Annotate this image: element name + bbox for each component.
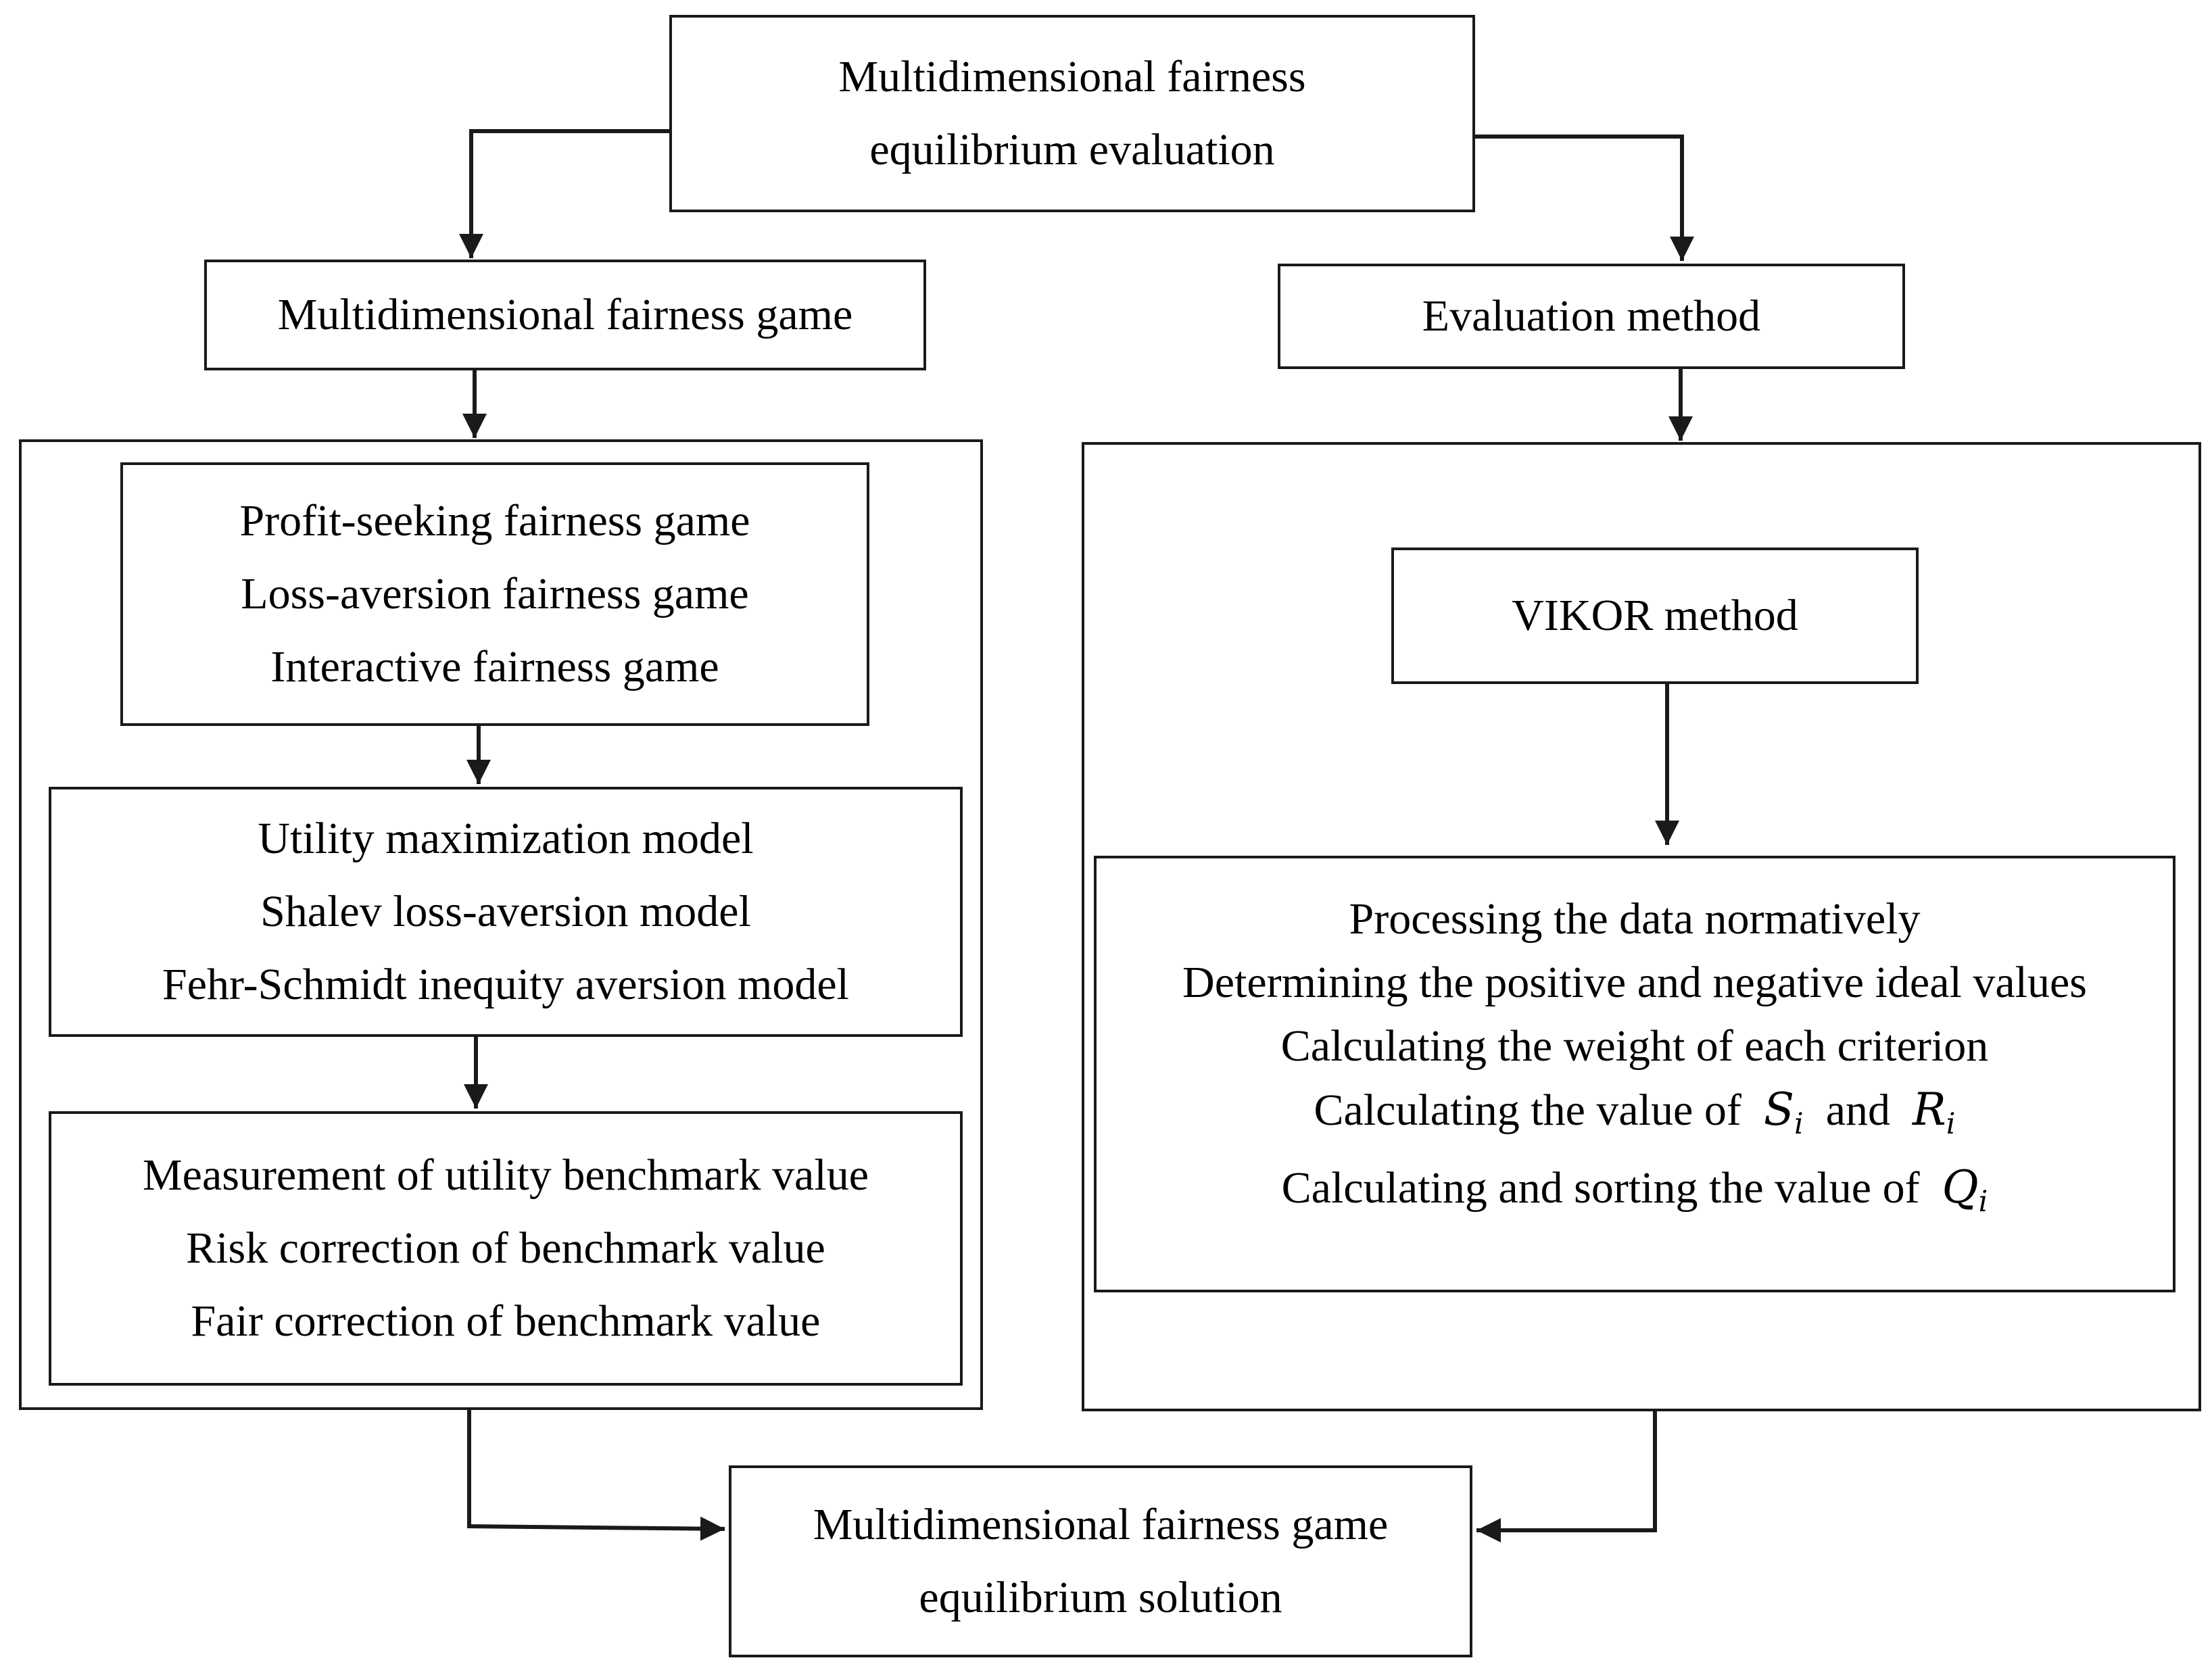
games-box: Profit-seeking fairness game Loss-aversi… — [120, 462, 869, 726]
arrow-left-container-to-bottom — [467, 1409, 725, 1541]
model-utility-maximization: Utility maximization model — [258, 814, 754, 863]
fairness-game-header-label: Multidimensional fairness game — [277, 290, 853, 339]
solution-line-2: equilibrium solution — [919, 1573, 1282, 1622]
symbol-s: Si — [1763, 1084, 1804, 1141]
game-interactive: Interactive fairness game — [270, 642, 719, 691]
symbol-r: Ri — [1913, 1084, 1956, 1141]
symbol-q: Qi — [1942, 1161, 1988, 1219]
arrow-top-to-right-header — [1474, 135, 1694, 261]
model-fehr-schmidt: Fehr-Schmidt inequity aversion model — [162, 960, 849, 1009]
benchmark-risk-correction: Risk correction of benchmark value — [186, 1223, 825, 1273]
right-container — [1082, 442, 2201, 1411]
game-profit-seeking: Profit-seeking fairness game — [239, 496, 750, 545]
solution-line-1: Multidimensional fairness game — [813, 1500, 1389, 1549]
step-q-values: Calculating and sorting the value of Qi — [1282, 1156, 1988, 1234]
arrow-top-to-left-header — [459, 129, 669, 258]
step-criterion-weight: Calculating the weight of each criterion — [1280, 1021, 1989, 1071]
evaluation-line-2: equilibrium evaluation — [869, 125, 1275, 174]
step-normalize: Processing the data normatively — [1349, 894, 1921, 944]
evaluation-method-label: Evaluation method — [1422, 291, 1761, 341]
fairness-game-header: Multidimensional fairness game — [204, 260, 926, 370]
evaluation-method-header: Evaluation method — [1278, 264, 1905, 369]
step-s-r-text: Calculating the value of — [1314, 1086, 1741, 1136]
benchmark-measurement: Measurement of utility benchmark value — [143, 1150, 869, 1200]
evaluation-line-1: Multidimensional fairness — [838, 52, 1306, 101]
model-shalev: Shalev loss-aversion model — [260, 887, 751, 936]
vikor-steps-box: Processing the data normatively Determin… — [1094, 856, 2175, 1292]
benchmarks-box: Measurement of utility benchmark value R… — [49, 1111, 963, 1386]
benchmark-fair-correction: Fair correction of benchmark value — [191, 1296, 821, 1346]
step-ideal-values: Determining the positive and negative id… — [1182, 958, 2087, 1008]
step-q-text: Calculating and sorting the value of — [1281, 1163, 1920, 1213]
step-s-r-values: Calculating the value of Si and Ri — [1314, 1078, 1956, 1156]
models-box: Utility maximization model Shalev loss-a… — [49, 787, 963, 1037]
vikor-label: VIKOR method — [1512, 591, 1798, 640]
left-container — [19, 439, 983, 1410]
vikor-box: VIKOR method — [1391, 548, 1919, 684]
arrow-right-container-to-bottom — [1476, 1411, 1657, 1542]
equilibrium-solution-box: Multidimensional fairness game equilibri… — [729, 1465, 1472, 1657]
evaluation-box: Multidimensional fairness equilibrium ev… — [669, 15, 1475, 212]
game-loss-aversion: Loss-aversion fairness game — [241, 569, 749, 618]
step-s-r-conj: and — [1825, 1086, 1891, 1136]
